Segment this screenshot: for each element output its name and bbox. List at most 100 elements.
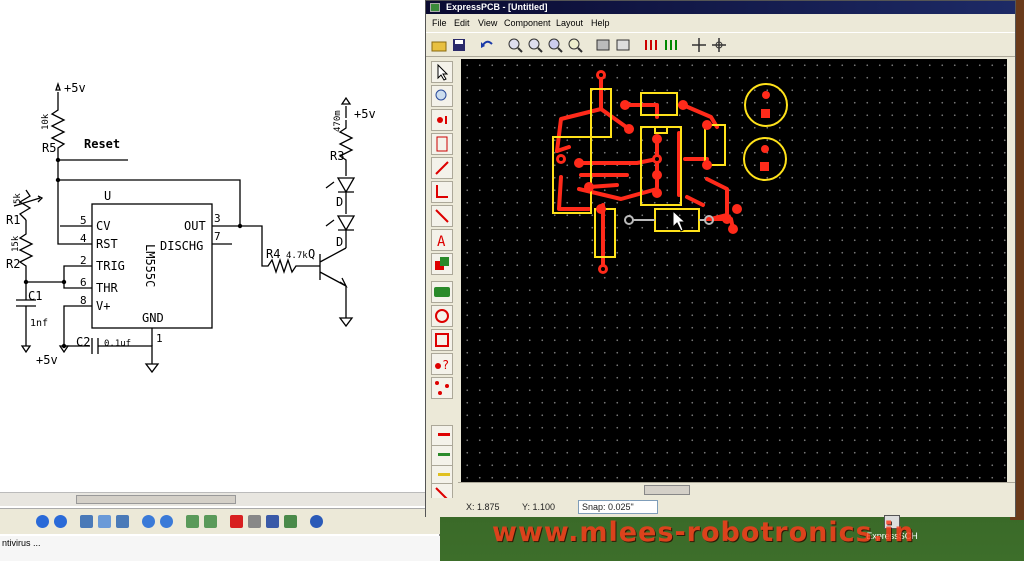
menu-edit[interactable]: Edit (454, 18, 470, 28)
area-icon[interactable] (204, 515, 217, 528)
save-icon[interactable] (450, 36, 468, 54)
layer-top-icon[interactable] (642, 36, 660, 54)
layer-top-copper-icon[interactable] (431, 425, 453, 447)
pad-tool-icon[interactable] (431, 109, 453, 131)
pin-cv-label: CV (96, 219, 110, 233)
layer-bottom-icon[interactable] (662, 36, 680, 54)
undo-icon[interactable] (478, 36, 496, 54)
c2-value: 0.1uf (104, 339, 131, 349)
schematic-canvas[interactable]: +5v +5v +5v Reset U R5 10k R1 5k R2 15k … (0, 0, 426, 492)
fill-tool-icon[interactable] (431, 253, 453, 275)
status-y-coord: Y: 1.100 (522, 502, 556, 512)
help-icon[interactable] (310, 515, 323, 528)
component-tool-icon[interactable] (431, 133, 453, 155)
save-icon[interactable] (266, 515, 279, 528)
open-icon[interactable] (430, 36, 448, 54)
r1-value: 5k (13, 193, 23, 204)
schematic-window: +5v +5v +5v Reset U R5 10k R1 5k R2 15k … (0, 0, 440, 561)
pcb-horizontal-scrollbar[interactable] (458, 482, 1015, 496)
r4-value: 4.7k (286, 251, 308, 261)
d2-ref: D (336, 235, 343, 249)
mouse-cursor (672, 209, 687, 232)
pcb-toolbar (426, 32, 1015, 57)
r2-ref: R2 (6, 257, 20, 271)
zoom-fit-icon[interactable] (566, 36, 584, 54)
corner-tool-icon[interactable] (431, 181, 453, 203)
pin-3-num: 3 (214, 212, 221, 225)
line-tool-icon[interactable] (431, 205, 453, 227)
taskbar-expresssch[interactable]: ExpressSCH (862, 515, 922, 545)
zoom-in-icon[interactable] (506, 36, 524, 54)
pin-rst-label: RST (96, 237, 118, 251)
pin-7-num: 7 (214, 230, 221, 243)
schematic-scroll-thumb[interactable] (76, 495, 236, 504)
snap-dropdown[interactable]: Snap: 0.025" (578, 500, 658, 514)
move-icon[interactable] (690, 36, 708, 54)
pan-icon[interactable] (98, 515, 111, 528)
pin-6-num: 6 (80, 276, 87, 289)
pin-5-num: 5 (80, 214, 87, 227)
pcb-scroll-thumb[interactable] (644, 485, 690, 495)
pin-gnd-label: GND (142, 311, 164, 325)
rotate-icon[interactable] (116, 515, 129, 528)
r5-ref: R5 (42, 141, 56, 155)
measure-icon[interactable] (186, 515, 199, 528)
zoom-window-icon[interactable] (546, 36, 564, 54)
fit-icon[interactable] (80, 515, 93, 528)
export-icon[interactable] (284, 515, 297, 528)
pin-vplus-label: V+ (96, 299, 110, 313)
circle-tool-icon[interactable] (431, 305, 453, 327)
pin-1-num: 1 (156, 332, 163, 345)
r5-value: 10k (41, 113, 51, 130)
pcb-window-title: ExpressPCB - [Untitled] (446, 2, 548, 12)
print-icon[interactable] (248, 515, 261, 528)
watermark-text: www.mlees-robotronics.in (492, 517, 915, 548)
power-label-2: +5v (354, 107, 376, 121)
app-icon (430, 3, 440, 12)
power-label-1: +5v (64, 81, 86, 95)
first-page-icon[interactable] (36, 515, 49, 528)
rotate-icon[interactable] (710, 36, 728, 54)
pcb-menu-bar: File Edit View Component Layout Help (426, 15, 1015, 32)
menu-component[interactable]: Component (504, 18, 551, 28)
taskbar-app-label: ExpressSCH (866, 531, 918, 541)
layer-bottom-copper-icon[interactable] (431, 445, 453, 467)
schematic-status-bar: ntivirus ... (0, 536, 440, 561)
chip-name: LM555C (143, 244, 157, 287)
ground-plane-icon[interactable] (431, 281, 453, 303)
r1-ref: R1 (6, 213, 20, 227)
pcb-title-bar[interactable]: ExpressPCB - [Untitled] (426, 1, 1015, 14)
ratsnest-tool-icon[interactable] (431, 377, 453, 399)
schematic-drawing: +5v +5v +5v Reset U R5 10k R1 5k R2 15k … (6, 81, 376, 374)
netlist-icon[interactable] (614, 36, 632, 54)
menu-view[interactable]: View (478, 18, 498, 28)
menu-layout[interactable]: Layout (556, 18, 584, 28)
r2-value: 15k (11, 235, 21, 252)
next-page-icon[interactable] (54, 515, 67, 528)
schematic-horizontal-scrollbar[interactable] (0, 492, 426, 506)
r3-value: 470m (333, 110, 343, 132)
zoom-tool-icon[interactable] (431, 85, 453, 107)
pin-2-num: 2 (80, 254, 87, 267)
rectangle-tool-icon[interactable] (431, 329, 453, 351)
component-manager-icon[interactable] (594, 36, 612, 54)
query-tool-icon[interactable]: ? (431, 353, 453, 375)
schematic-bottom-toolbar (0, 508, 440, 534)
delete-icon[interactable] (230, 515, 243, 528)
r4-ref: R4 (266, 247, 280, 261)
zoom-in-icon[interactable] (142, 515, 155, 528)
pin-trig-label: TRIG (96, 259, 125, 273)
text-tool-icon[interactable]: A (431, 229, 453, 251)
pcb-vertical-scrollbar[interactable] (1007, 59, 1015, 482)
zoom-out-icon[interactable] (526, 36, 544, 54)
svg-text:?: ? (442, 358, 449, 372)
select-pointer-icon[interactable] (431, 61, 453, 83)
menu-file[interactable]: File (432, 18, 447, 28)
zoom-out-icon[interactable] (160, 515, 173, 528)
pin-thr-label: THR (96, 281, 118, 295)
svg-text:A: A (437, 234, 446, 250)
pcb-board-canvas[interactable] (461, 59, 1007, 482)
ic-ref: U (104, 189, 111, 203)
menu-help[interactable]: Help (591, 18, 610, 28)
trace-tool-icon[interactable] (431, 157, 453, 179)
